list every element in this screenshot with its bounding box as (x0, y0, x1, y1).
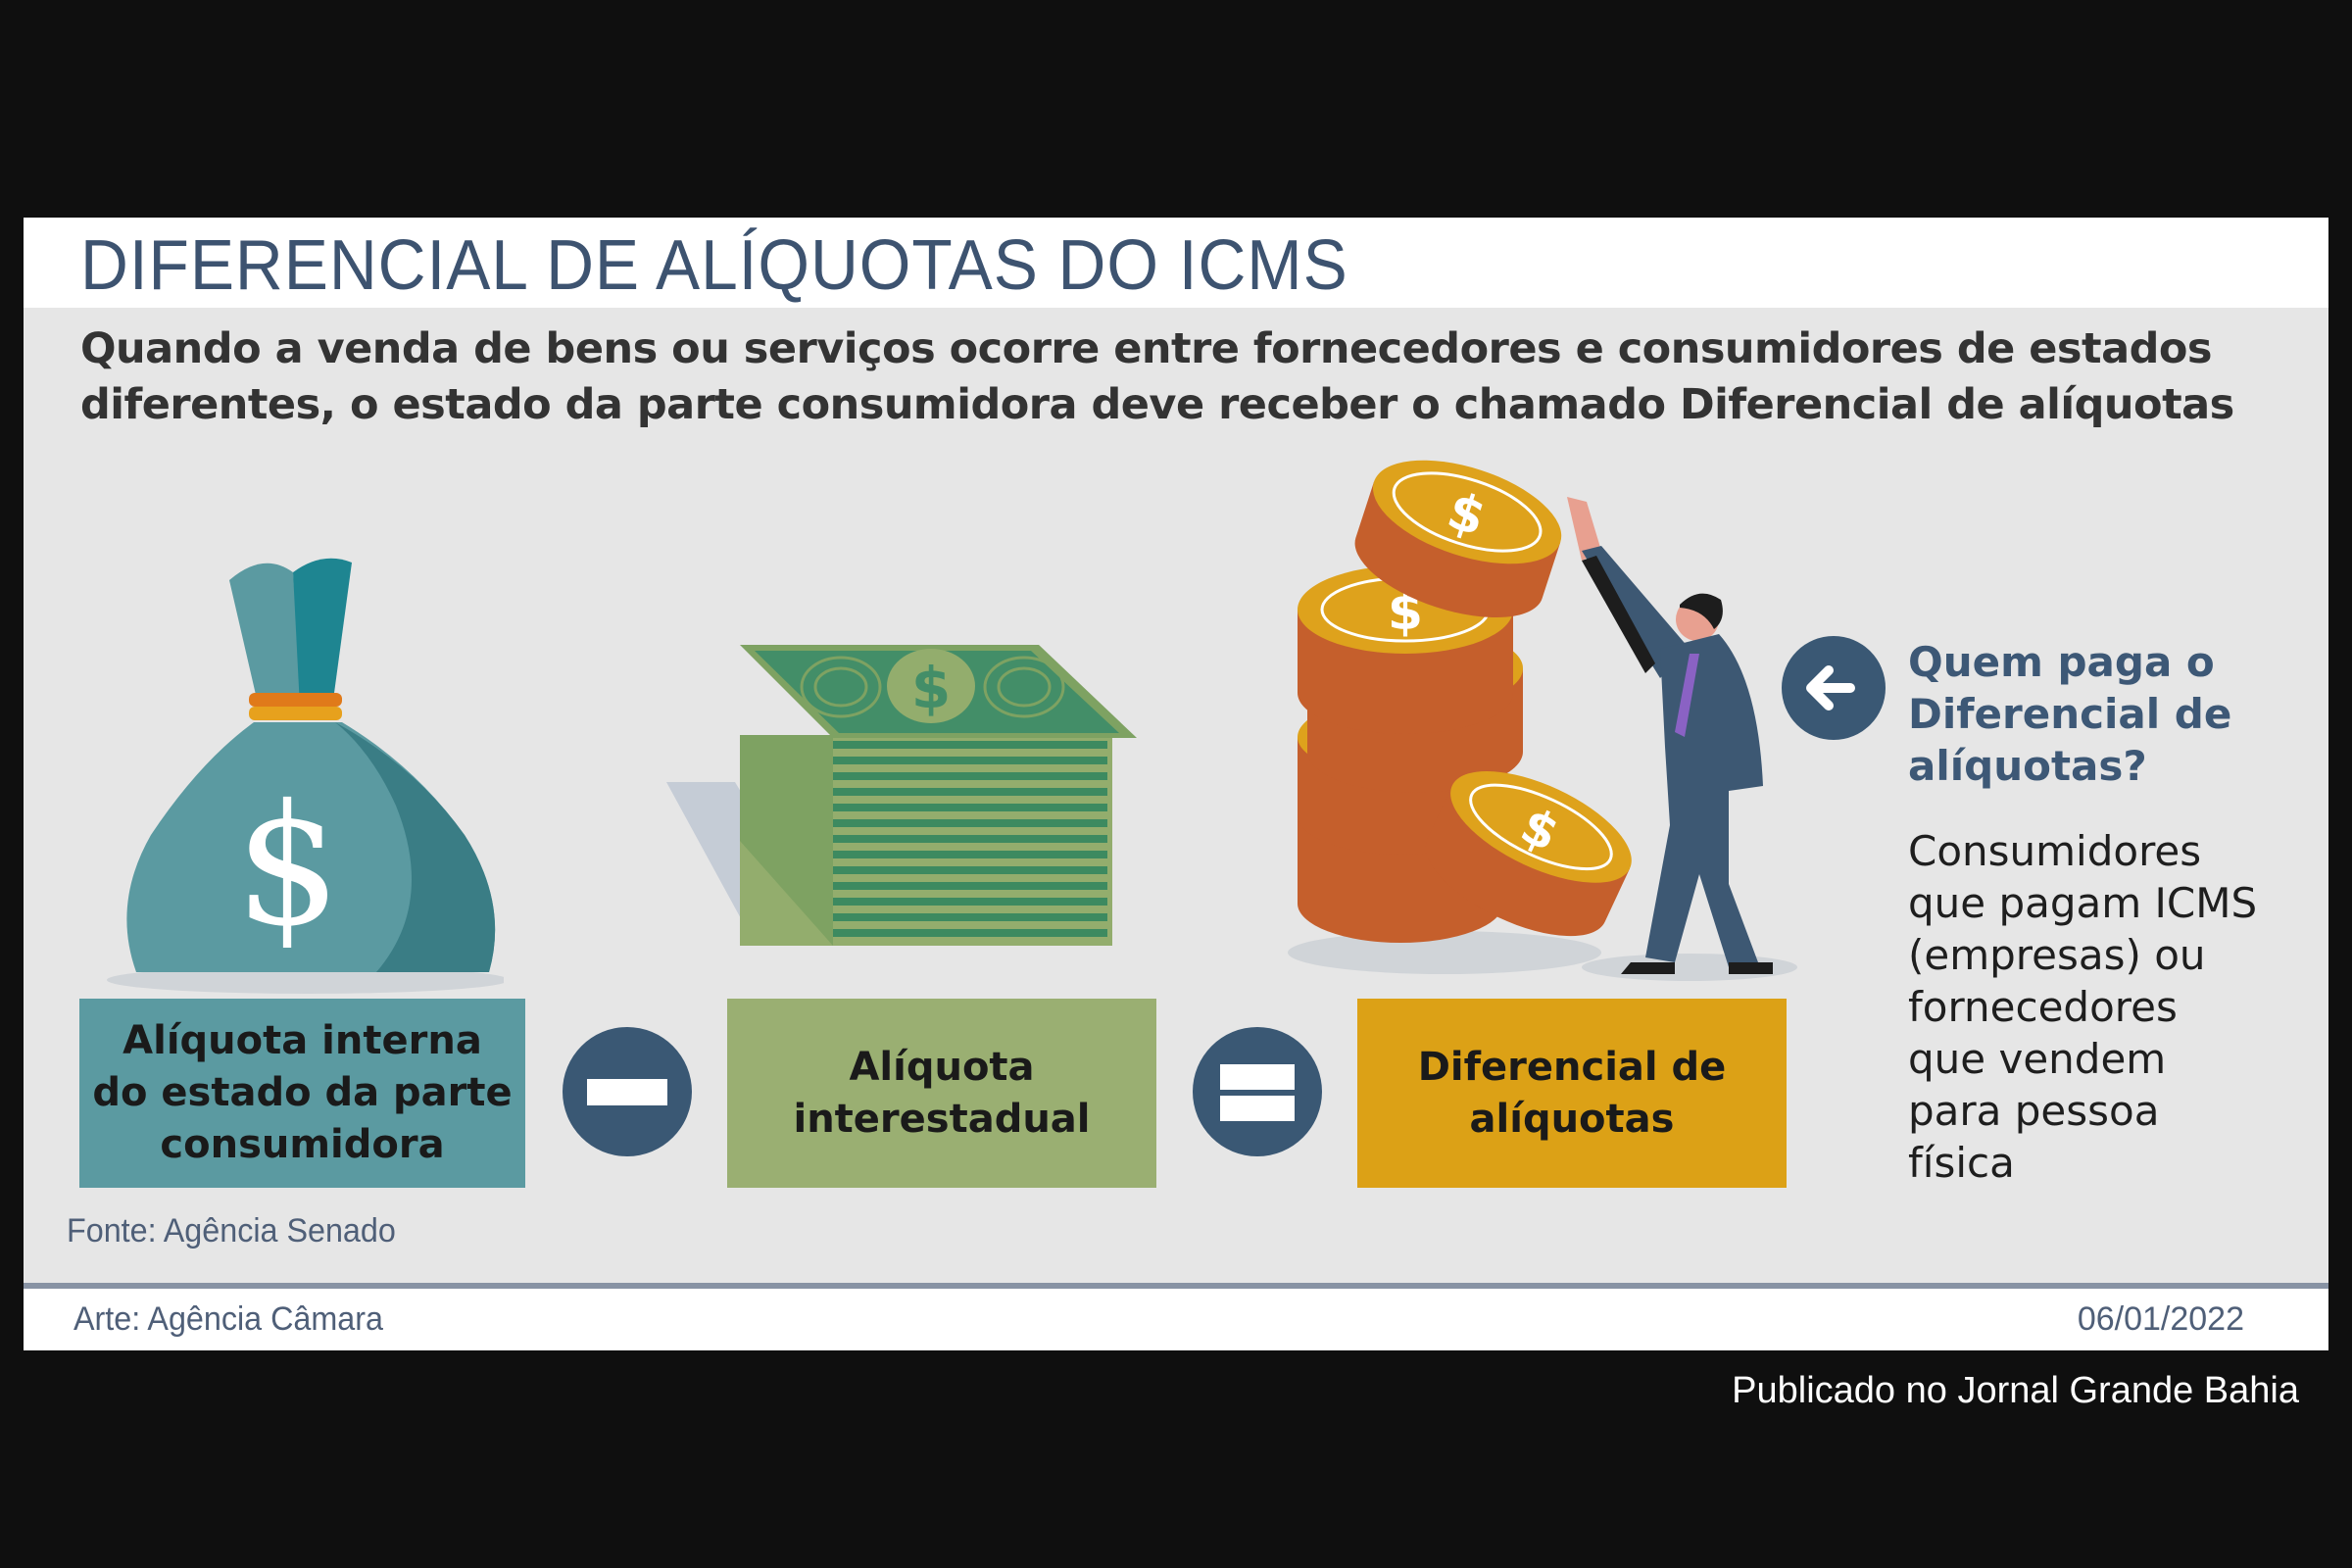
box-line: interestadual (793, 1096, 1091, 1142)
formula-term-interstate-rate: Alíquota interestadual (727, 999, 1156, 1188)
equals-bar (1220, 1096, 1295, 1121)
answer-line: que pagam ICMS (1908, 879, 2258, 927)
minus-icon (563, 1027, 692, 1156)
question-line: Diferencial de (1908, 690, 2232, 738)
equals-icon (1193, 1027, 1322, 1156)
answer-line: Consumidores (1908, 827, 2202, 875)
equals-bar (1220, 1064, 1295, 1090)
arrow-left-icon (1782, 636, 1886, 740)
art-credit: Arte: Agência Câmara (74, 1300, 383, 1338)
svg-text:$: $ (235, 769, 341, 963)
answer-line: que vendem (1908, 1035, 2167, 1083)
answer-line: física (1908, 1139, 2015, 1187)
publish-date: 06/01/2022 (2077, 1300, 2244, 1338)
infographic-card: DIFERENCIAL DE ALÍQUOTAS DO ICMS Quando … (24, 218, 2328, 1350)
subtitle-line: diferentes, o estado da parte consumidor… (80, 380, 2234, 429)
answer-line: para pessoa (1908, 1087, 2160, 1135)
side-question: Quem paga o Diferencial de alíquotas? (1908, 636, 2231, 792)
side-answer: Consumidores que pagam ICMS (empresas) o… (1908, 825, 2257, 1189)
publication-caption: Publicado no Jornal Grande Bahia (1732, 1370, 2299, 1411)
box-line: do estado da parte (92, 1070, 513, 1115)
answer-line: fornecedores (1908, 983, 2178, 1031)
cash-stack-icon: $ (666, 645, 1137, 946)
minus-bar (587, 1079, 667, 1105)
source-credit: Fonte: Agência Senado (67, 1212, 396, 1250)
svg-text:$: $ (911, 655, 951, 721)
question-line: Quem paga o (1908, 638, 2215, 686)
formula-result-differential: Diferencial de alíquotas (1357, 999, 1787, 1188)
box-line: Alíquota interna (122, 1018, 482, 1063)
infographic-subtitle: Quando a venda de bens ou serviços ocorr… (80, 321, 2295, 433)
box-line: Diferencial de (1417, 1044, 1727, 1090)
box-line: alíquotas (1469, 1096, 1675, 1142)
box-line: consumidora (160, 1122, 445, 1167)
infographic-title: DIFERENCIAL DE ALÍQUOTAS DO ICMS (80, 226, 1348, 305)
formula-term-internal-rate: Alíquota interna do estado da parte cons… (79, 999, 525, 1188)
footer-divider (24, 1283, 2328, 1289)
money-bag-icon: $ (107, 558, 504, 994)
subtitle-line: Quando a venda de bens ou serviços ocorr… (80, 324, 2213, 373)
answer-line: (empresas) ou (1908, 931, 2206, 979)
footer-band: Arte: Agência Câmara 06/01/2022 (24, 1289, 2328, 1350)
title-band: DIFERENCIAL DE ALÍQUOTAS DO ICMS (24, 218, 2328, 308)
coins-and-man-icon: $ $ $ (1288, 460, 1797, 981)
question-line: alíquotas? (1908, 742, 2147, 790)
box-line: Alíquota (849, 1044, 1035, 1090)
